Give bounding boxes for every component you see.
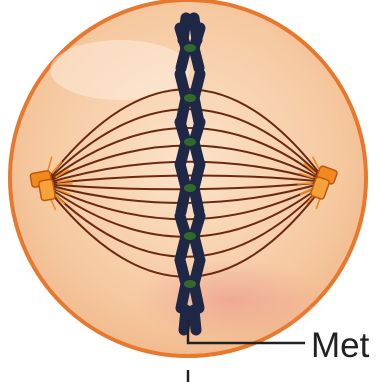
centromere	[184, 280, 196, 288]
centromere	[184, 44, 196, 52]
chromatid-arm	[194, 188, 199, 212]
cell-shading	[135, 260, 325, 340]
chromatid-arm	[181, 48, 186, 68]
chromatid-arm	[194, 18, 197, 40]
chromatid-arm	[183, 18, 186, 40]
centromere	[184, 232, 196, 240]
chromatid-arm	[181, 188, 186, 212]
chromatid-arm	[194, 284, 199, 308]
chromatid-arm	[184, 310, 186, 330]
chromatid-arm	[181, 284, 186, 308]
chromatid-arm	[194, 310, 196, 330]
aster-ray	[298, 183, 312, 184]
chromatid-arm	[181, 236, 186, 256]
metaphase-label: Met	[311, 326, 370, 365]
chromatid-arm	[194, 48, 199, 68]
centromere	[184, 94, 196, 102]
centromere	[184, 184, 196, 192]
centromere	[184, 138, 196, 146]
chromatid-arm	[194, 236, 199, 256]
